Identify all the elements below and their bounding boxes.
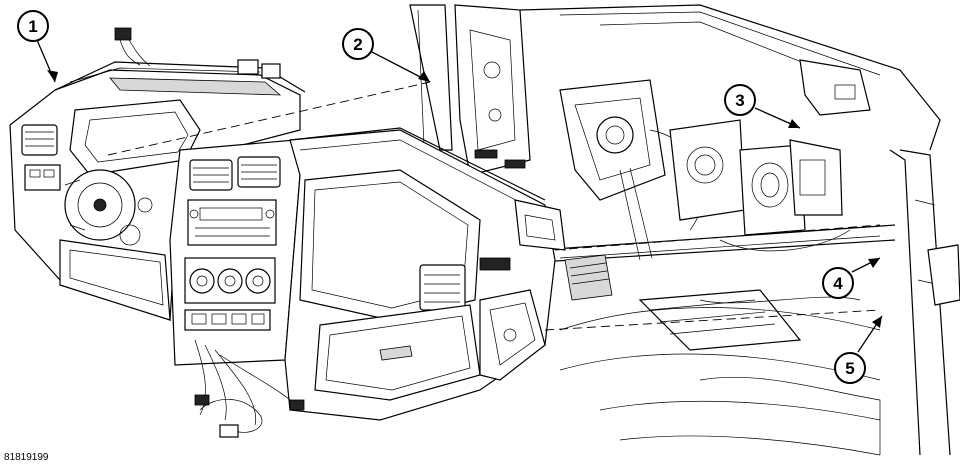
alignment-lines xyxy=(107,81,881,331)
instrument-panel-assembly xyxy=(9,27,566,438)
callout-3: 3 xyxy=(724,84,801,129)
callout-5: 5 xyxy=(834,315,883,384)
callout-2: 2 xyxy=(342,28,431,83)
callout-1: 1 xyxy=(17,10,58,83)
callout-3-label: 3 xyxy=(735,91,744,110)
figure-id-label: 81819199 xyxy=(4,452,49,463)
callout-2-label: 2 xyxy=(353,35,362,54)
vehicle-body-structure xyxy=(409,4,960,456)
callout-4-label: 4 xyxy=(833,274,843,293)
callout-1-label: 1 xyxy=(28,17,37,36)
callout-4: 4 xyxy=(822,257,881,299)
callout-5-label: 5 xyxy=(845,359,854,378)
